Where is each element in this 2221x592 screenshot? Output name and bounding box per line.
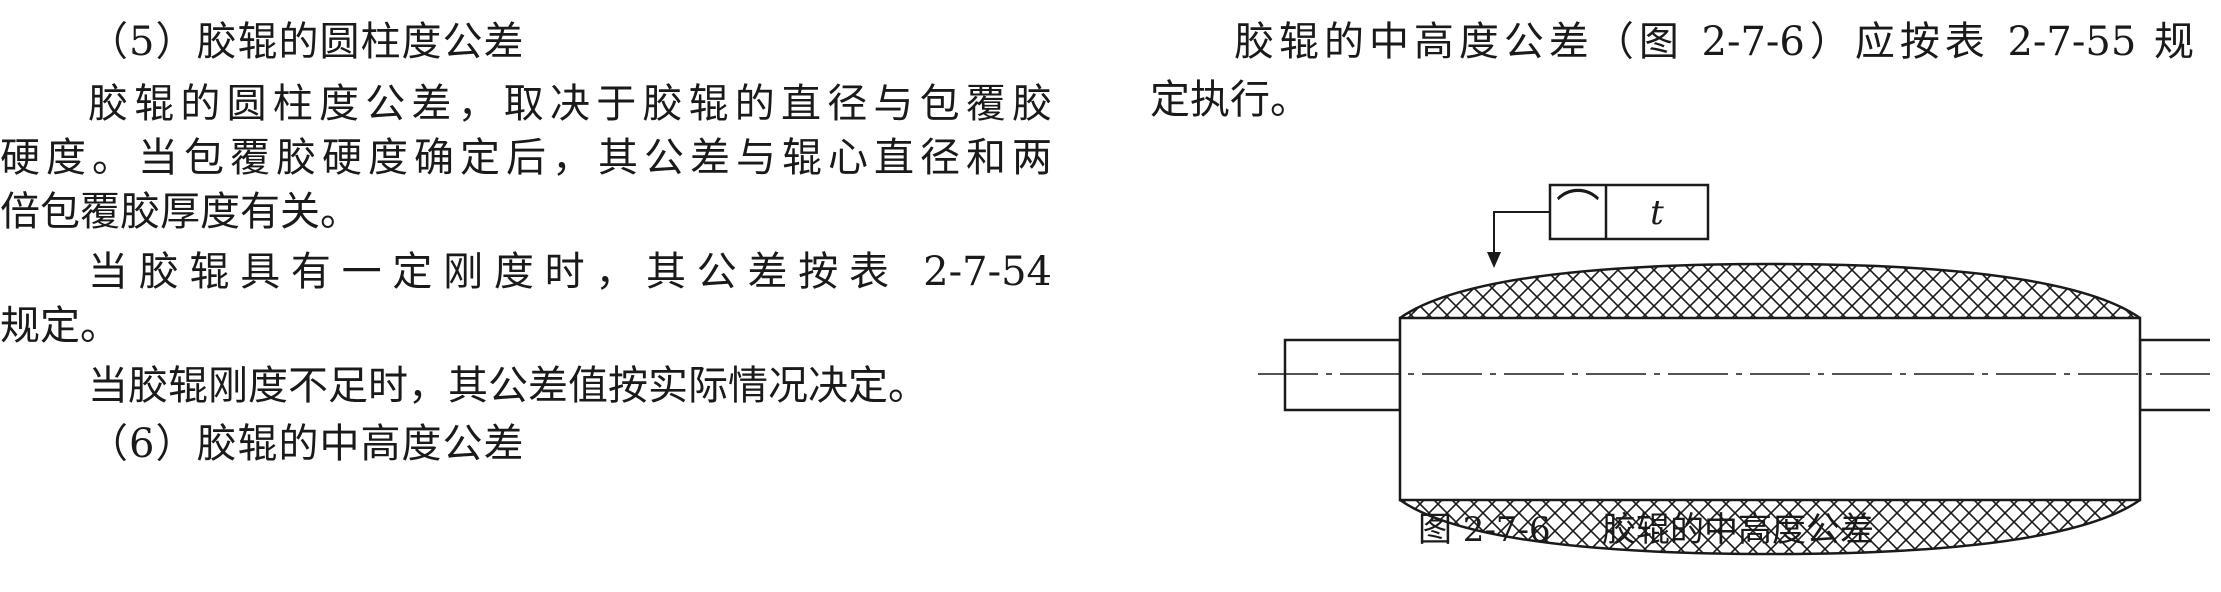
paragraph-line: 胶辊的圆柱度公差，取决于胶辊的直径与包覆胶 xyxy=(88,81,1052,127)
figure-caption-text: 胶辊的中高度公差 xyxy=(1602,510,1874,550)
rubber-coating-top xyxy=(1400,264,2140,318)
left-shaft xyxy=(1283,338,1402,412)
heading-crown-tolerance: （6）胶辊的中高度公差 xyxy=(88,421,525,467)
right-shaft xyxy=(2138,338,2210,412)
paragraph-line: 当胶辊刚度不足时，其公差值按实际情况决定。 xyxy=(88,363,928,409)
paragraph-line: 硬度。当包覆胶硬度确定后，其公差与辊心直径和两 xyxy=(0,135,1052,181)
tolerance-frame: ⌒ t xyxy=(1548,183,1710,241)
paragraph-line: 规定。 xyxy=(0,303,120,349)
figure-caption-number: 图 2-7-6 xyxy=(1418,510,1551,550)
roller-core xyxy=(1398,316,2142,502)
paragraph-line: 定执行。 xyxy=(1150,77,1310,123)
rubber-roller-figure: ⌒ t xyxy=(1258,183,2210,556)
heading-cylindricity-tolerance: （5）胶辊的圆柱度公差 xyxy=(88,19,525,65)
paragraph-line: 胶辊的中高度公差（图 2-7-6）应按表 2-7-55 规 xyxy=(1234,19,2194,65)
paragraph-line: 倍包覆胶厚度有关。 xyxy=(0,189,360,235)
profile-symbol-icon: ⌒ xyxy=(1556,186,1600,237)
leader-arrow xyxy=(1487,211,1550,268)
paragraph-line: 当胶辊具有一定刚度时，其公差按表 2-7-54 xyxy=(88,249,1052,295)
tolerance-value: t xyxy=(1650,193,1664,233)
